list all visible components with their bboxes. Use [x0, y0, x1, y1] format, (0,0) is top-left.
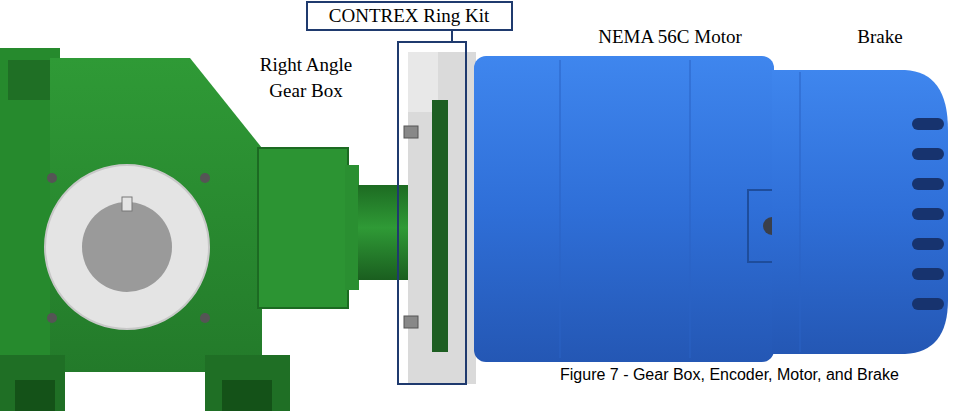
brake-slot: [912, 178, 944, 190]
part-label: Brake: [840, 24, 920, 50]
callout-bracket: [398, 42, 466, 384]
callout-box: CONTREX Ring Kit: [306, 1, 513, 31]
brake-slot: [912, 298, 944, 310]
brake: [772, 70, 948, 354]
part-label: Right Angle Gear Box: [246, 52, 366, 104]
nema-motor: [474, 56, 796, 362]
brake-slot: [912, 268, 944, 280]
callout-text: CONTREX Ring Kit: [329, 3, 489, 29]
brake-slot: [912, 208, 944, 220]
brake-slot: [912, 238, 944, 250]
gear-box: [0, 48, 410, 411]
brake-slot: [912, 148, 944, 160]
part-label: NEMA 56C Motor: [560, 24, 780, 50]
figure-caption: Figure 7 - Gear Box, Encoder, Motor, and…: [556, 364, 903, 386]
brake-slot: [912, 118, 944, 130]
